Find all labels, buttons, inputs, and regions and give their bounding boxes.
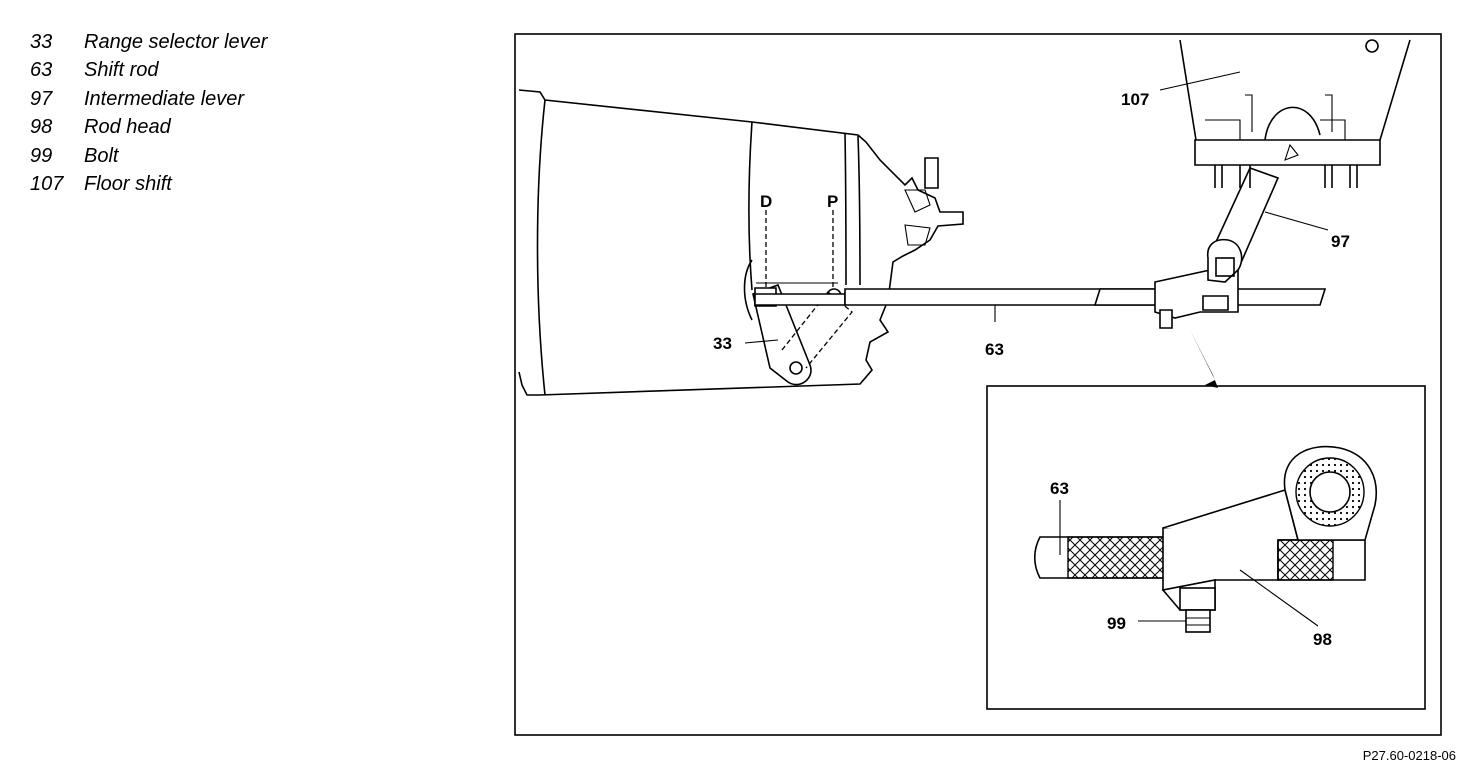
callout-D: D xyxy=(760,192,772,211)
legend-number: 63 xyxy=(30,59,53,82)
legend-number: 99 xyxy=(30,144,53,167)
legend-label: Rod head xyxy=(84,116,171,139)
legend-item: 99 Bolt xyxy=(30,142,267,171)
diagram-frame xyxy=(514,33,1442,736)
transmission-housing xyxy=(518,89,964,396)
floor-shift xyxy=(1179,39,1411,188)
figure-reference: P27.60-0218-06 xyxy=(1362,748,1456,763)
legend-label: Range selector lever xyxy=(84,30,268,53)
callout-33: 33 xyxy=(713,334,732,353)
legend-number: 97 xyxy=(30,87,53,110)
callout-63: 63 xyxy=(985,340,1004,359)
callout-P: P xyxy=(827,192,838,211)
range-selector-lever xyxy=(752,210,853,386)
legend-number: 98 xyxy=(30,116,53,139)
callout-98: 98 xyxy=(1313,630,1332,649)
detail-view xyxy=(1033,445,1377,633)
legend-number: 107 xyxy=(30,173,64,196)
leader-33 xyxy=(744,339,779,344)
detail-pointer-arrow xyxy=(1190,330,1218,388)
callout-97: 97 xyxy=(1331,232,1350,251)
callout-63-detail: 63 xyxy=(1050,479,1069,498)
legend-item: 63 Shift rod xyxy=(30,57,267,86)
legend-item: 97 Intermediate lever xyxy=(30,85,267,114)
legend-item: 98 Rod head xyxy=(30,114,267,143)
legend-item: 107 Floor shift xyxy=(30,171,267,200)
leader-107 xyxy=(1159,71,1241,91)
legend-item: 33 Range selector lever xyxy=(30,28,267,57)
shift-rod xyxy=(844,288,1327,306)
detail-frame xyxy=(986,385,1426,710)
legend-label: Intermediate lever xyxy=(84,87,245,110)
callout-99: 99 xyxy=(1107,614,1126,633)
callout-107: 107 xyxy=(1121,90,1149,109)
legend-label: Shift rod xyxy=(84,59,159,82)
legend-label: Floor shift xyxy=(84,173,172,196)
legend: 33 Range selector lever 63 Shift rod 97 … xyxy=(30,28,267,199)
legend-label: Bolt xyxy=(84,144,119,167)
intermediate-lever xyxy=(1206,167,1280,283)
leader-97 xyxy=(1264,211,1329,231)
legend-number: 33 xyxy=(30,30,53,53)
